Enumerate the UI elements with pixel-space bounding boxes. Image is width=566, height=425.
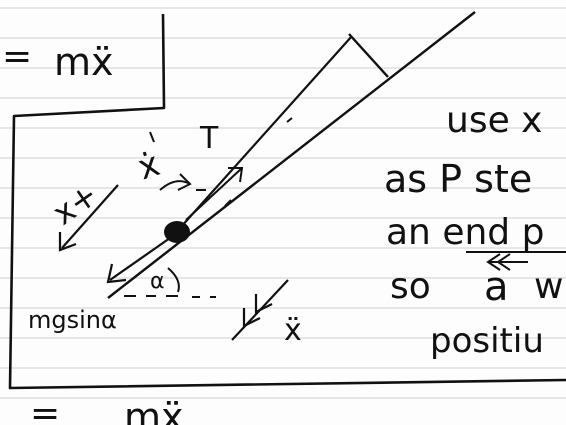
support-bar — [348, 33, 389, 78]
note-line-1: use x — [446, 100, 542, 141]
top-equation-rhs: mẍ — [54, 40, 114, 84]
angle-arc — [167, 267, 180, 293]
velocity-arrowhead — [177, 173, 192, 191]
note-line-4-rest: w — [534, 266, 563, 307]
diagram-frame — [8, 13, 566, 390]
note-line-4-accel: a — [484, 264, 509, 310]
string-line-lower — [107, 11, 476, 299]
acceleration-label: ẍ — [284, 313, 302, 348]
tension-arrowhead — [228, 167, 244, 183]
baseline-dashes — [124, 295, 216, 298]
tick-mark-2 — [224, 199, 232, 207]
acceleration-arrowhead — [242, 294, 273, 328]
angle-label: α — [150, 269, 165, 294]
note-line-4-prefix: so — [390, 266, 431, 307]
x-positive-arrow — [61, 184, 119, 249]
weight-component-arrowhead — [106, 263, 127, 284]
velocity-tick — [149, 131, 155, 143]
tension-arrow — [185, 167, 243, 221]
x-positive-arrowhead — [58, 232, 77, 252]
note-line-2: as P ste — [384, 157, 532, 201]
double-left-arrow-icon — [486, 253, 528, 271]
particle — [164, 221, 190, 243]
top-equals: = — [2, 36, 32, 77]
note-line-5: positiu — [430, 321, 544, 361]
string-line-upper — [179, 35, 353, 229]
ruled-lines — [0, 7, 566, 399]
bottom-equals: = — [30, 393, 60, 425]
tension-label: T — [199, 121, 219, 156]
tick-mark — [286, 117, 293, 123]
note-line-3: an end p — [386, 212, 544, 253]
weight-component-arrow — [109, 237, 171, 281]
bottom-equation-rhs: mẍ — [124, 395, 184, 425]
weight-component-label: mgsinα — [28, 306, 117, 334]
velocity-label: ẋ — [133, 144, 165, 188]
x-positive-label: x+ — [46, 175, 105, 232]
